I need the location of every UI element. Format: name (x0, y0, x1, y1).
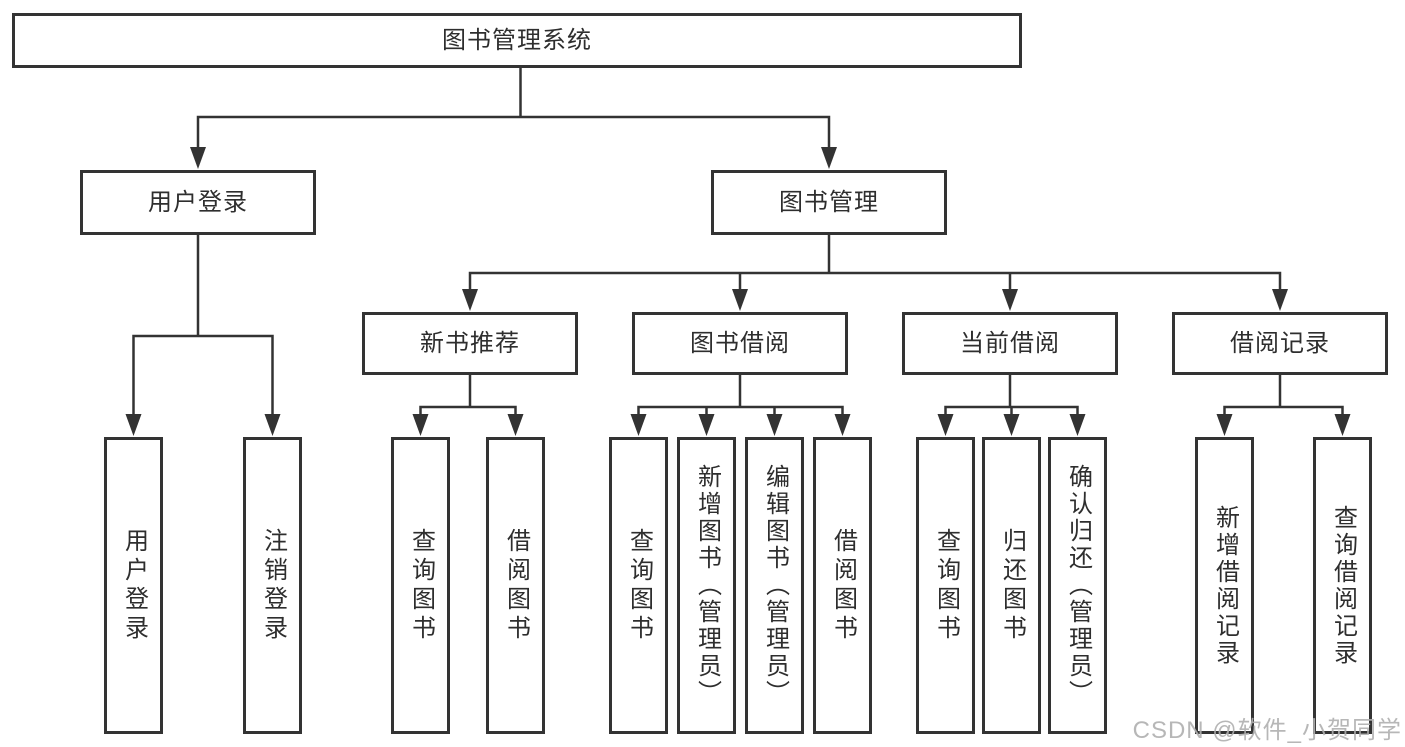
leaf-query-books-3: 查询图书 (916, 437, 975, 734)
node-label: 查询图书 (932, 527, 960, 644)
node-library-management-system: 图书管理系统 (12, 13, 1022, 68)
arrow-icon (698, 414, 715, 436)
node-new-book-recommend: 新书推荐 (362, 312, 578, 375)
node-label: 注销登录 (259, 527, 287, 644)
node-label: 查询图书 (625, 527, 653, 644)
node-label: 新书推荐 (420, 329, 520, 357)
node-user-login: 用户登录 (80, 170, 316, 235)
leaf-borrow-books-2: 借阅图书 (813, 437, 872, 734)
arrow-icon (1003, 414, 1020, 436)
connector-user-login-split (132, 334, 274, 419)
arrow-icon (412, 414, 429, 436)
node-label: 借阅图书 (502, 527, 530, 644)
arrow-icon (462, 289, 478, 311)
arrowheads (125, 147, 1351, 436)
leaf-add-books-admin: 新增图书（管理员） (677, 437, 736, 734)
node-book-management: 图书管理 (711, 170, 947, 235)
csdn-watermark: CSDN @软件_小贺同学 (1132, 717, 1402, 744)
arrow-icon (1002, 289, 1018, 311)
leaf-edit-books-admin: 编辑图书（管理员） (745, 437, 804, 734)
node-label: 借阅图书 (829, 527, 857, 644)
arrow-icon (1069, 414, 1086, 436)
leaf-query-books-2: 查询图书 (609, 437, 668, 734)
arrow-icon (507, 414, 524, 436)
connector-level3-split (468, 271, 1282, 295)
arrow-icon (125, 414, 142, 436)
leaf-query-books-1: 查询图书 (391, 437, 450, 734)
node-label: 查询图书 (407, 527, 435, 644)
arrow-icon (1334, 414, 1351, 436)
connector-records-split (1223, 405, 1344, 419)
arrow-icon (821, 147, 837, 169)
node-book-borrowing: 图书借阅 (632, 312, 848, 375)
node-label: 确认归还（管理员） (1064, 464, 1092, 707)
node-label: 新增借阅记录 (1211, 504, 1239, 667)
node-label: 图书管理 (779, 188, 879, 216)
node-current-borrowing: 当前借阅 (902, 312, 1118, 375)
arrow-icon (264, 414, 281, 436)
arrow-icon (834, 414, 851, 436)
node-borrowing-records: 借阅记录 (1172, 312, 1388, 375)
node-label: 借阅记录 (1230, 329, 1330, 357)
connector-new-books-split (419, 405, 517, 419)
node-label: 图书管理系统 (442, 26, 592, 54)
arrow-icon (190, 147, 206, 169)
node-label: 查询借阅记录 (1329, 504, 1357, 667)
arrow-icon (630, 414, 647, 436)
arrow-icon (1216, 414, 1233, 436)
node-label: 图书借阅 (690, 329, 790, 357)
arrow-icon (732, 289, 748, 311)
node-label: 新增图书（管理员） (693, 464, 721, 707)
arrow-icon (766, 414, 783, 436)
node-label: 当前借阅 (960, 329, 1060, 357)
connector-lines (132, 68, 1344, 419)
leaf-confirm-return-admin: 确认归还（管理员） (1048, 437, 1107, 734)
leaf-return-books: 归还图书 (982, 437, 1041, 734)
arrow-icon (937, 414, 954, 436)
node-label: 用户登录 (120, 527, 148, 644)
leaf-borrow-books-1: 借阅图书 (486, 437, 545, 734)
node-label: 编辑图书（管理员） (761, 464, 789, 707)
leaf-add-borrow-record: 新增借阅记录 (1195, 437, 1254, 734)
leaf-query-borrow-record: 查询借阅记录 (1313, 437, 1372, 734)
node-label: 归还图书 (998, 527, 1026, 644)
leaf-logout: 注销登录 (243, 437, 302, 734)
connector-level2-split (196, 115, 831, 152)
connector-borrowing-split (637, 405, 844, 419)
node-label: 用户登录 (148, 188, 248, 216)
leaf-user-login: 用户登录 (104, 437, 163, 734)
arrow-icon (1272, 289, 1288, 311)
